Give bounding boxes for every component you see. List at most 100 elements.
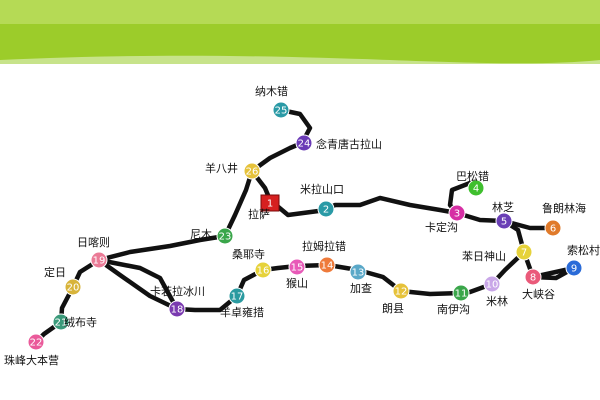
stop-dot-13 (349, 263, 367, 281)
stop-marker-11: 11 (452, 284, 470, 302)
stop-dot-17 (228, 287, 246, 305)
stop-number-12: 12 (395, 287, 408, 298)
stop-marker-12: 12 (392, 282, 410, 300)
stop-label-18: 卡若拉冰川 (150, 284, 205, 298)
stop-number-7: 7 (521, 248, 527, 259)
stop-number-11: 11 (455, 289, 468, 300)
stop-number-1: 1 (267, 199, 273, 210)
stop-marker-4: 4 (467, 179, 485, 197)
stop-number-4: 4 (473, 184, 479, 195)
stop-number-19: 19 (93, 256, 106, 267)
stop-label-11: 南伊沟 (437, 303, 470, 316)
stop-marker-15: 15 (288, 258, 306, 276)
stop-dot-8 (524, 268, 542, 286)
stop-marker-8: 8 (524, 268, 542, 286)
stop-number-18: 18 (171, 305, 184, 316)
stop-marker-10: 10 (483, 275, 501, 293)
stop-marker-13: 13 (349, 263, 367, 281)
stop-dot-1 (260, 194, 280, 212)
stop-label-22: 珠峰大本营 (4, 353, 59, 367)
stop-dot-3 (448, 204, 466, 222)
stop-label-15: 猴山 (286, 276, 308, 290)
stop-number-2: 2 (323, 205, 329, 216)
stop-number-15: 15 (291, 263, 304, 274)
stop-dot-20 (64, 278, 82, 296)
stop-dot-14 (318, 256, 336, 274)
stop-label-5: 林芝 (492, 200, 514, 214)
stop-dot-4 (467, 179, 485, 197)
stop-label-14: 拉姆拉错 (302, 239, 346, 253)
stop-marker-21: 21 (52, 313, 70, 331)
stop-label-6: 鲁朗林海 (542, 201, 586, 215)
stop-label-20: 定日 (44, 265, 66, 279)
stop-marker-9: 9 (565, 259, 583, 277)
route-shigatse-loop (96, 257, 180, 312)
stop-dot-22 (27, 333, 45, 351)
stop-label-1: 拉萨 (248, 207, 270, 221)
stop-marker-26: 26 (243, 162, 261, 180)
stop-label-12: 朗县 (382, 302, 404, 315)
stop-marker-2: 2 (317, 200, 335, 218)
stop-dot-25 (272, 101, 290, 119)
stop-marker-7: 7 (515, 243, 533, 261)
stop-dot-16 (254, 261, 272, 279)
stop-marker-16: 16 (254, 261, 272, 279)
stop-marker-22: 22 (27, 333, 45, 351)
stop-dot-24 (295, 134, 313, 152)
stop-label-21: 绒布寺 (64, 316, 97, 329)
stop-number-26: 26 (246, 167, 259, 178)
stop-label-4: 巴松错 (456, 169, 489, 183)
stop-marker-6: 6 (544, 219, 562, 237)
stop-label-3: 卡定沟 (425, 220, 458, 234)
stop-dot-9 (565, 259, 583, 277)
stop-label-8: 大峡谷 (522, 287, 555, 301)
stop-label-10: 米林 (486, 294, 508, 308)
header-band (0, 0, 600, 24)
stop-dot-2 (317, 200, 335, 218)
stop-dot-21 (52, 313, 70, 331)
stop-marker-19: 19 (90, 251, 108, 269)
stop-label-7: 苯日神山 (462, 249, 506, 263)
stop-dot-5 (495, 212, 513, 230)
stop-number-10: 10 (486, 280, 499, 291)
header-wave (0, 55, 600, 64)
stop-label-25: 纳木错 (255, 84, 288, 98)
stop-label-17: 羊卓雍措 (220, 305, 264, 319)
stop-marker-5: 5 (495, 212, 513, 230)
stop-marker-14: 14 (318, 256, 336, 274)
stop-dot-12 (392, 282, 410, 300)
stop-number-25: 25 (275, 106, 288, 117)
route-west (33, 257, 102, 345)
stop-label-13: 加查 (350, 281, 372, 295)
stop-marker-1: 1 (260, 194, 280, 212)
stop-number-6: 6 (550, 224, 556, 235)
stop-number-21: 21 (55, 318, 68, 329)
stop-label-16: 桑耶寺 (232, 248, 265, 261)
stop-label-2: 米拉山口 (300, 182, 344, 196)
stop-dot-15 (288, 258, 306, 276)
stop-dot-7 (515, 243, 533, 261)
stop-number-16: 16 (257, 266, 270, 277)
stop-number-5: 5 (501, 217, 507, 228)
stop-marker-18: 18 (168, 300, 186, 318)
stop-number-24: 24 (298, 139, 311, 150)
stop-number-20: 20 (67, 283, 80, 294)
stop-number-14: 14 (321, 261, 334, 272)
stop-number-8: 8 (530, 273, 536, 284)
route-north (96, 168, 255, 263)
stop-number-23: 23 (219, 232, 232, 243)
stop-marker-23: 23 (216, 227, 234, 245)
stop-dot-19 (90, 251, 108, 269)
stop-number-17: 17 (231, 292, 244, 303)
stop-marker-3: 3 (448, 204, 466, 222)
stop-dot-6 (544, 219, 562, 237)
stop-number-3: 3 (454, 209, 460, 220)
stop-labels: 拉萨米拉山口卡定沟巴松错林芝鲁朗林海苯日神山大峡谷索松村米林南伊沟朗县加查拉姆拉… (4, 84, 600, 367)
stop-marker-24: 24 (295, 134, 313, 152)
stop-label-23: 尼木 (190, 228, 212, 241)
stop-marker-17: 17 (228, 287, 246, 305)
stop-label-24: 念青唐古拉山 (316, 137, 382, 151)
stop-dot-26 (243, 162, 261, 180)
stop-number-9: 9 (571, 264, 577, 275)
